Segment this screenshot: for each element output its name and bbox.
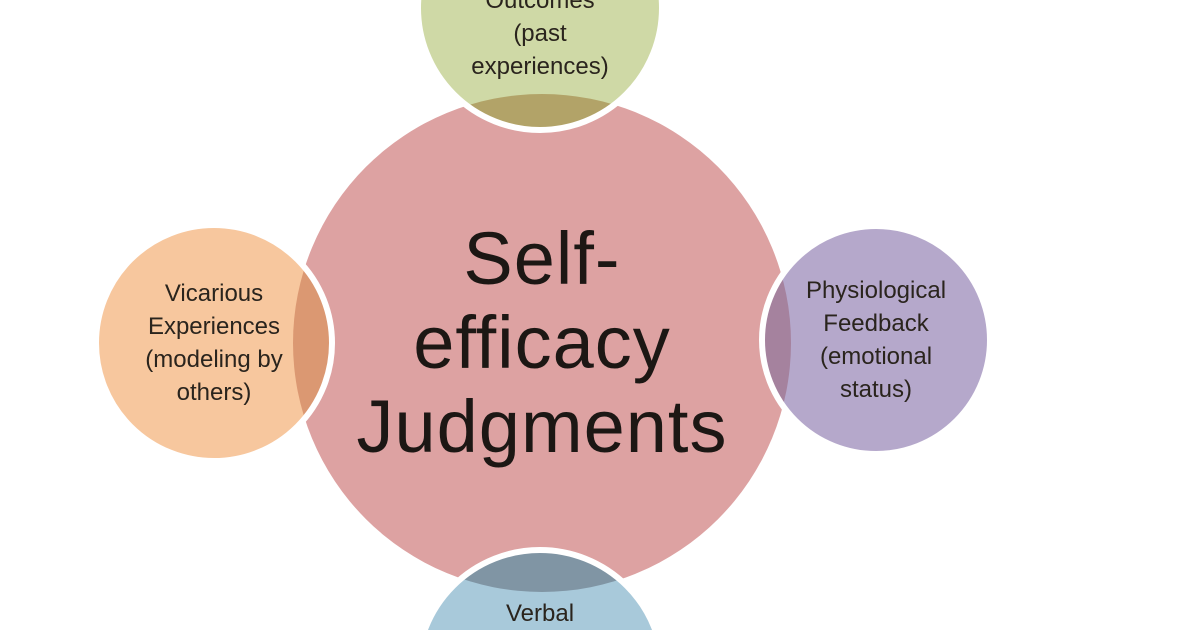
outcomes-ring [415,0,665,133]
vicarious-label-line: others) [176,379,252,406]
center-label-line: Judgments [356,385,728,468]
outcomes-label-line: (past [513,20,567,47]
center-label: Self- efficacy Judgments [302,217,782,469]
outcomes-circle [418,0,662,130]
verbal-label-line: Verbal [505,600,575,627]
outcomes-label-line: experiences) [471,53,609,80]
physiological-ring [759,223,993,457]
vicarious-label-line: Vicarious [164,280,264,307]
verbal-label: Verbal [440,597,640,630]
verbal-ring [421,547,659,630]
physiological-label-line: Feedback [823,310,929,337]
vicarious-ring [93,222,335,464]
center-circle [293,94,791,592]
outcomes-label-line: Outcomes [485,0,595,14]
vicarious-label-line: (modeling by [145,346,283,373]
physiological-label: Physiological Feedback (emotional status… [776,274,976,406]
vicarious-circle [96,225,332,461]
physiological-label-line: status) [839,376,913,403]
physiological-label-line: Physiological [805,277,947,304]
outcomes-label: Outcomes (past experiences) [410,0,670,83]
vicarious-label-line: Experiences [147,313,281,340]
center-label-line: efficacy [413,301,671,384]
physiological-label-line: (emotional [819,343,933,370]
center-label-line: Self- [463,217,621,300]
physiological-circle [762,226,990,454]
vicarious-label: Vicarious Experiences (modeling by other… [104,277,324,409]
